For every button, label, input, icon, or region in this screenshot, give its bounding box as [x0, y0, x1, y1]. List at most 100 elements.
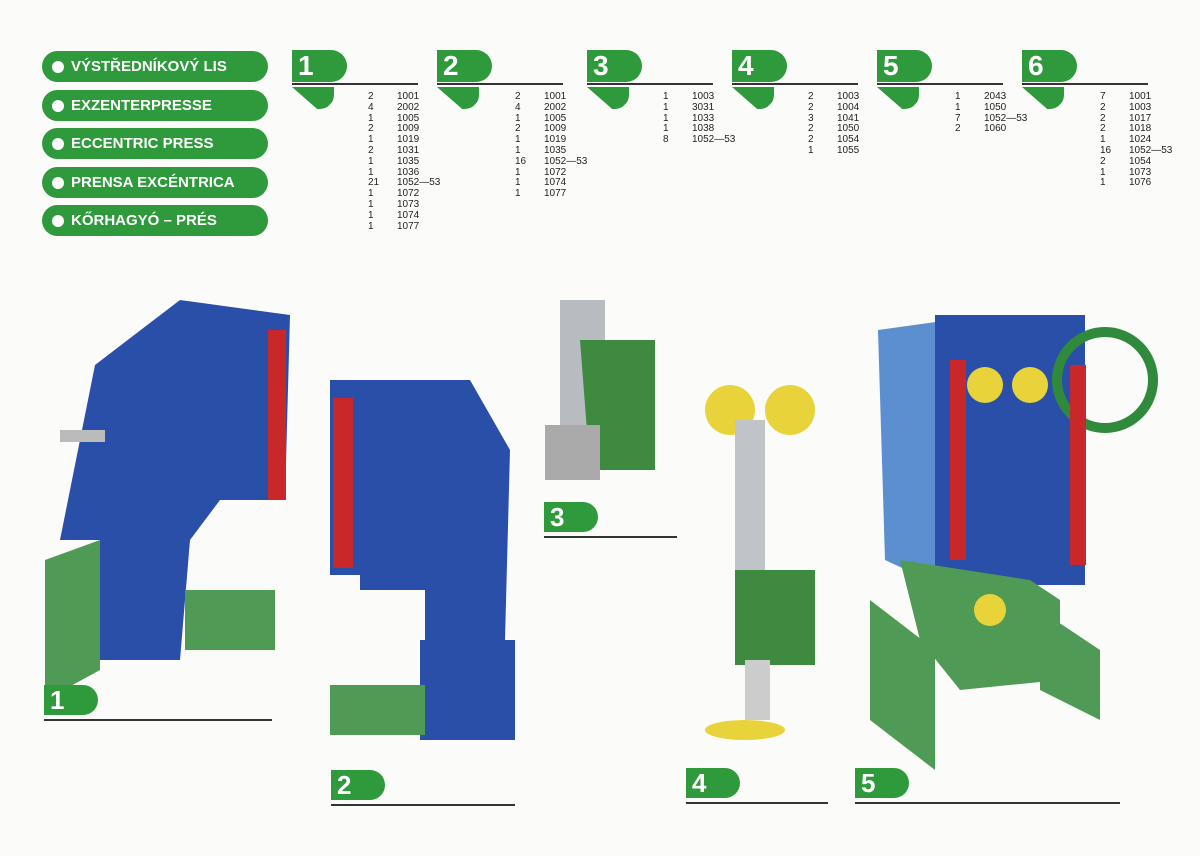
divider [686, 802, 828, 804]
bullet-icon [52, 214, 64, 227]
part-quantity: 2 [808, 101, 814, 113]
part-quantity: 16 [515, 155, 527, 167]
part-number: 2043 [984, 91, 1007, 102]
part-quantity: 2 [955, 123, 961, 135]
part-quantity: 1 [515, 177, 521, 189]
parts-row: 1 1073 [368, 198, 440, 211]
step-number: 5 [877, 50, 932, 82]
part-number: 1074 [544, 177, 567, 189]
part-quantity: 2 [1100, 155, 1106, 167]
part-number: 1001 [544, 91, 567, 102]
step-number: 2 [437, 50, 492, 82]
part-number: 1073 [1129, 166, 1152, 178]
part-number: 1072 [544, 166, 567, 178]
part-quantity: 1 [663, 101, 669, 113]
parts-row: 2 1060 [955, 124, 1027, 135]
part-quantity: 2 [368, 144, 374, 156]
parts-row: 1 1072 [515, 166, 587, 179]
part-quantity: 2 [515, 91, 521, 102]
divider [437, 83, 563, 85]
parts-row: 2 1001 [515, 91, 587, 103]
part-number: 1050 [984, 101, 1007, 113]
part-quantity: 1 [1100, 177, 1106, 189]
part-quantity: 1 [368, 198, 374, 210]
part-quantity: 16 [1100, 144, 1112, 156]
part-quantity: 2 [1100, 123, 1106, 135]
divider [587, 83, 713, 85]
step-tab [732, 87, 774, 109]
part-quantity: 3 [808, 112, 814, 124]
step-tab [1022, 87, 1064, 109]
parts-row: 16 1052—53 [515, 155, 588, 168]
part-quantity: 4 [368, 101, 374, 113]
part-quantity: 2 [1100, 101, 1106, 113]
part-quantity: 1 [955, 91, 961, 102]
part-number: 3031 [692, 101, 715, 113]
part-number: 1017 [1129, 112, 1152, 124]
divider [1022, 83, 1148, 85]
figure-number: 5 [855, 768, 909, 798]
title-text: EXZENTERPRESSE [71, 97, 212, 114]
bullet-icon [52, 60, 64, 73]
title-pill: PRENSA EXCÉNTRICA [42, 167, 268, 198]
part-number: 1050 [837, 123, 860, 135]
parts-row: 1 2043 [955, 91, 1027, 103]
divider [544, 536, 677, 538]
step-header: 4 [732, 50, 882, 110]
part-number: 1076 [1129, 177, 1152, 189]
title-pill: ECCENTRIC PRESS [42, 128, 268, 159]
part-number: 1052—53 [1129, 144, 1173, 156]
step-tab [292, 87, 334, 109]
step-header: 5 [877, 50, 1027, 110]
parts-row: 1 1074 [515, 178, 587, 189]
part-number: 1024 [1129, 134, 1152, 146]
part-quantity: 2 [515, 123, 521, 135]
part-number: 1052—53 [544, 155, 588, 167]
part-quantity: 1 [515, 144, 521, 156]
step-header: 6 [1022, 50, 1172, 110]
part-number: 1004 [837, 101, 860, 113]
parts-row: 2 1018 [1100, 124, 1172, 135]
part-number: 1036 [397, 166, 420, 178]
parts-row: 2 1004 [808, 101, 860, 114]
part-quantity: 1 [955, 101, 961, 113]
part-number: 1018 [1129, 123, 1152, 135]
part-number: 1052—53 [397, 177, 441, 189]
divider [44, 719, 272, 721]
part-number: 1054 [837, 134, 860, 146]
figure-number: 1 [44, 685, 98, 715]
part-quantity: 1 [515, 166, 521, 178]
bullet-icon [52, 137, 64, 150]
part-quantity: 7 [1100, 91, 1106, 102]
part-number: 1019 [397, 134, 420, 146]
part-number: 1060 [984, 123, 1007, 135]
part-number: 1073 [397, 198, 420, 210]
part-number: 1005 [397, 112, 420, 124]
